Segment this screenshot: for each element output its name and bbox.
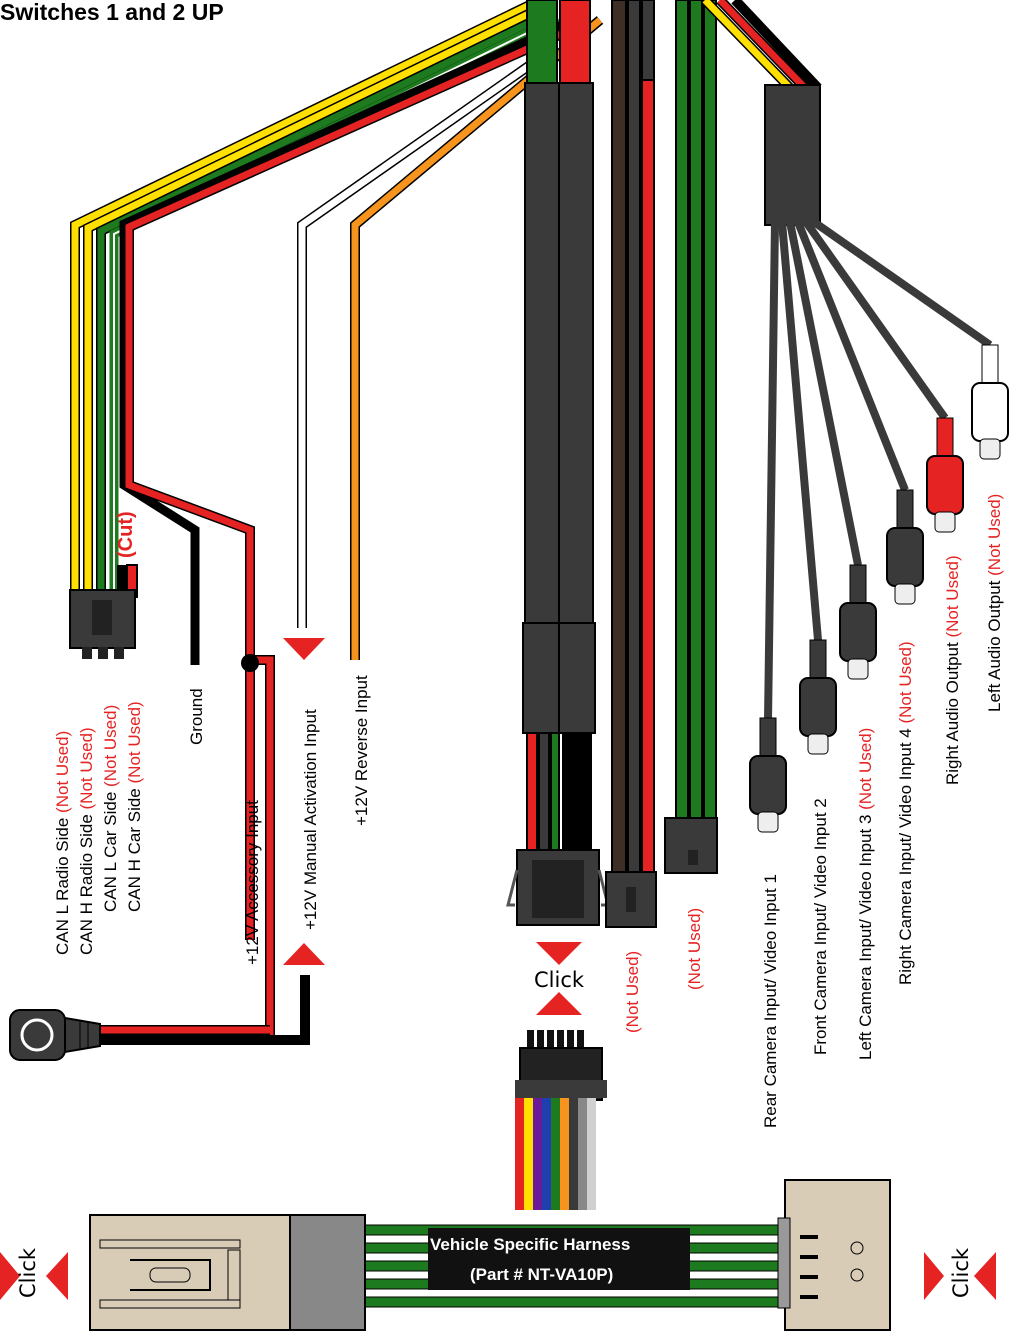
label-reverse: +12V Reverse Input [352,675,371,826]
click-arrow-right-icon [0,1252,20,1300]
harness-title: Vehicle Specific Harness [430,1235,630,1254]
label-right-camera: Right Camera Input/ Video Input 4 (Not U… [896,641,915,985]
can-connector [69,589,136,659]
click-arrow-up-icon [536,992,582,1015]
arrow-up-icon [283,943,325,965]
harness-top-connector [515,1030,607,1101]
click-label-left: Click [16,1247,40,1298]
label-can-l-car: CAN L Car Side (Not Used) [101,705,120,912]
label-can-h-radio: CAN H Radio Side (Not Used) [77,727,96,955]
label-not-used-2: (Not Used) [685,908,704,990]
label-right-audio: Right Audio Output (Not Used) [943,555,962,785]
click-arrow-right-icon-2 [924,1252,944,1300]
bundle-3 [664,0,718,874]
label-accessory: +12V Accessory Input [243,800,262,965]
arrow-down-icon [283,638,325,660]
click-label-right: Click [949,1247,973,1298]
label-left-camera: Left Camera Input/ Video Input 3 (Not Us… [856,728,875,1060]
click-arrow-down-icon [536,942,582,965]
harness-left-connector [89,1214,366,1331]
rca-plug-right-audio [926,417,964,533]
rca-plug-left [839,564,877,680]
click-label-center: Click [534,968,585,992]
manual-activation-switch [9,1009,101,1061]
harness-wires [515,1098,596,1210]
label-rear-camera: Rear Camera Input/ Video Input 1 [761,874,780,1128]
click-arrow-left-icon [46,1252,68,1300]
label-can-h-car: CAN H Car Side (Not Used) [125,701,144,912]
click-arrow-left-icon-2 [974,1252,996,1300]
label-front-camera: Front Camera Input/ Video Input 2 [811,798,830,1055]
label-not-used-1: (Not Used) [623,951,642,1033]
video-breakout-box [764,84,821,226]
label-ground: Ground [187,688,206,745]
harness-label-box [428,1228,690,1290]
rca-plug-rear [749,717,787,833]
label-left-audio: Left Audio Output (Not Used) [985,494,1004,712]
can-wire-group [70,0,604,940]
label-can-l-radio: CAN L Radio Side (Not Used) [53,731,72,955]
main-bundle [506,0,610,926]
rca-plug-right [886,489,924,605]
label-cut: (Cut) [115,511,137,558]
rca-plug-left-audio [971,344,1009,460]
rca-cables [764,218,993,721]
bundle-2 [605,0,657,928]
harness-part: (Part # NT-VA10P) [470,1265,613,1284]
junction-dot [241,654,259,672]
rca-plug-front [799,639,837,755]
harness-right-connector [777,1179,891,1331]
label-manual-activation: +12V Manual Activation Input [301,709,320,930]
page-title: Switches 1 and 2 UP [0,0,224,25]
